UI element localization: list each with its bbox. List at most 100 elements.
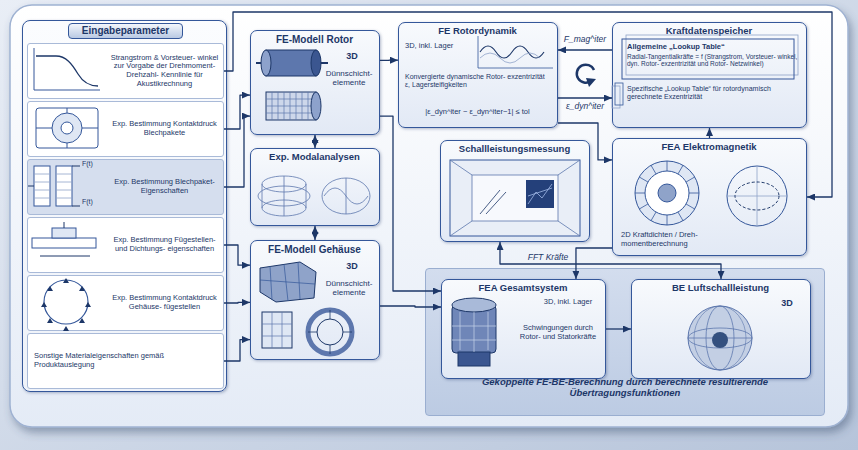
input-text: Exp. Bestimmung Blechpaket- Eigenschafte… (108, 160, 221, 214)
process-box: FEA Gesamtsystem3D, inkl. LagerSchwingun… (441, 279, 606, 379)
sound-room (528, 184, 552, 204)
input-text: Sonstige Materialeigenschaften gemäß Pro… (34, 334, 219, 388)
flux-plot (635, 161, 787, 226)
mode-shape-plot (324, 178, 368, 214)
flow-arrow (709, 128, 710, 138)
input-text: Exp. Bestimmung Kontaktdruck Blechpakete (108, 102, 221, 156)
flow-arrow (576, 248, 612, 279)
node-text: Spezifische „Lookup Table“ für rotordyna… (627, 85, 799, 101)
node-text: Dünnschicht- elemente (321, 69, 377, 87)
node-text: Dünnschicht- elemente (321, 279, 377, 297)
input-text: Strangstrom & Vorsteuer- winkel zur Vorg… (108, 44, 221, 98)
system-model (452, 298, 496, 312)
flow-arrow (380, 306, 441, 307)
edge-label: FFT Kräfte (528, 253, 569, 262)
mode-shape-plot (262, 176, 306, 216)
lamination-stack-icon (28, 166, 80, 206)
sound-room (450, 160, 580, 236)
lookup-table-card (612, 35, 798, 108)
flow-arrow (500, 242, 721, 279)
edge-label: ε_dyn^iter (566, 102, 604, 111)
sound-room (526, 180, 554, 208)
process-box: FE-Modell Gehäuse3DDünnschicht- elemente (250, 240, 380, 360)
stator-icon (36, 108, 98, 148)
card (10, 5, 848, 427)
node-title: FE-Modell Rotor (251, 34, 378, 46)
flow-arrow (224, 12, 832, 197)
joint-plate-icon (52, 228, 76, 238)
flow-arrow (224, 340, 250, 361)
rotor-model (256, 50, 328, 120)
system-model (458, 352, 490, 366)
housing-joint-icon (44, 280, 88, 324)
coupling-band: Gekoppelte FE-BE-Berechnung durch berech… (425, 268, 825, 416)
input-item: Exp. Bestimmung Kontaktdruck Gehäuse- fü… (27, 275, 224, 331)
flux-plot (645, 171, 689, 215)
lookup-table-card (622, 39, 794, 79)
flow-arrow (224, 245, 250, 265)
flow-arrow (224, 116, 250, 187)
system-model (452, 312, 496, 352)
node-title: FE Rotordynamik (399, 26, 556, 37)
force-label: F(t) (82, 160, 93, 167)
flow-arrow (558, 123, 612, 160)
housing-model (262, 312, 292, 348)
lookup-table-card (612, 86, 620, 108)
housing-model (260, 262, 352, 354)
sound-room (450, 160, 580, 236)
orbit-plot (480, 46, 544, 58)
flux-plot (727, 166, 787, 226)
iteration-loop (586, 78, 596, 87)
process-box: FEA Elektromagnetik2D Kraftdichten / Dre… (612, 138, 807, 256)
radiation-sphere (688, 306, 752, 370)
rotor-model (311, 92, 321, 120)
lamination-stack-icon (28, 166, 80, 206)
node-text: 3D (770, 298, 804, 308)
flow-arrow (314, 135, 315, 148)
curve-icon (36, 56, 98, 86)
node-text: Allgemeine „Lookup Table“ (627, 43, 795, 52)
node-text: 3D, inkl. Lager (405, 42, 479, 51)
flow-arrow (314, 226, 315, 240)
radiation-sphere (712, 332, 728, 348)
flow-arrow (606, 328, 631, 329)
housing-model (262, 312, 292, 348)
force-label: F(t) (82, 198, 93, 205)
orbit-plot (478, 36, 553, 68)
flux-plot (635, 161, 699, 225)
stator-icon (36, 108, 98, 148)
flux-plot (727, 166, 787, 226)
lookup-table-card (626, 35, 798, 75)
node-text: Schwingungen durch Rotor- und Statorkräf… (512, 324, 604, 341)
input-text: Exp. Bestimmung Kontaktdruck Gehäuse- fü… (108, 276, 221, 330)
rotor-model (311, 50, 321, 76)
node-text: Radial-Tangentialkräfte = f (Strangstrom… (627, 53, 799, 68)
housing-model (308, 310, 352, 354)
input-text: Exp. Bestimmung Fügestellen- und Dichtun… (108, 218, 221, 272)
housing-model (260, 262, 315, 301)
orbit-plot (478, 36, 553, 68)
input-panel: EingabeparameterStrangstrom & Vorsteuer-… (22, 20, 227, 392)
input-item: Strangstrom & Vorsteuer- winkel zur Vorg… (27, 43, 224, 99)
housing-model (308, 310, 352, 354)
housing-model (260, 262, 316, 302)
input-item: Sonstige Materialeigenschaften gemäß Pro… (27, 333, 224, 389)
sound-room (450, 160, 580, 236)
curve-icon (34, 48, 100, 90)
process-box: BE Luftschallleistung 3D (631, 279, 811, 379)
node-text: 3D (329, 51, 375, 61)
joint-plate-icon (32, 222, 96, 256)
rotor-model (256, 62, 328, 64)
orbit-plot (480, 53, 540, 63)
mode-shape-plot (322, 178, 370, 214)
flow-arrow (558, 97, 612, 98)
joint-plate-icon (32, 238, 96, 248)
sound-room (472, 175, 558, 221)
node-title: BE Luftschallleistung (632, 283, 809, 294)
sound-room (480, 190, 506, 214)
flux-plot (635, 161, 699, 225)
